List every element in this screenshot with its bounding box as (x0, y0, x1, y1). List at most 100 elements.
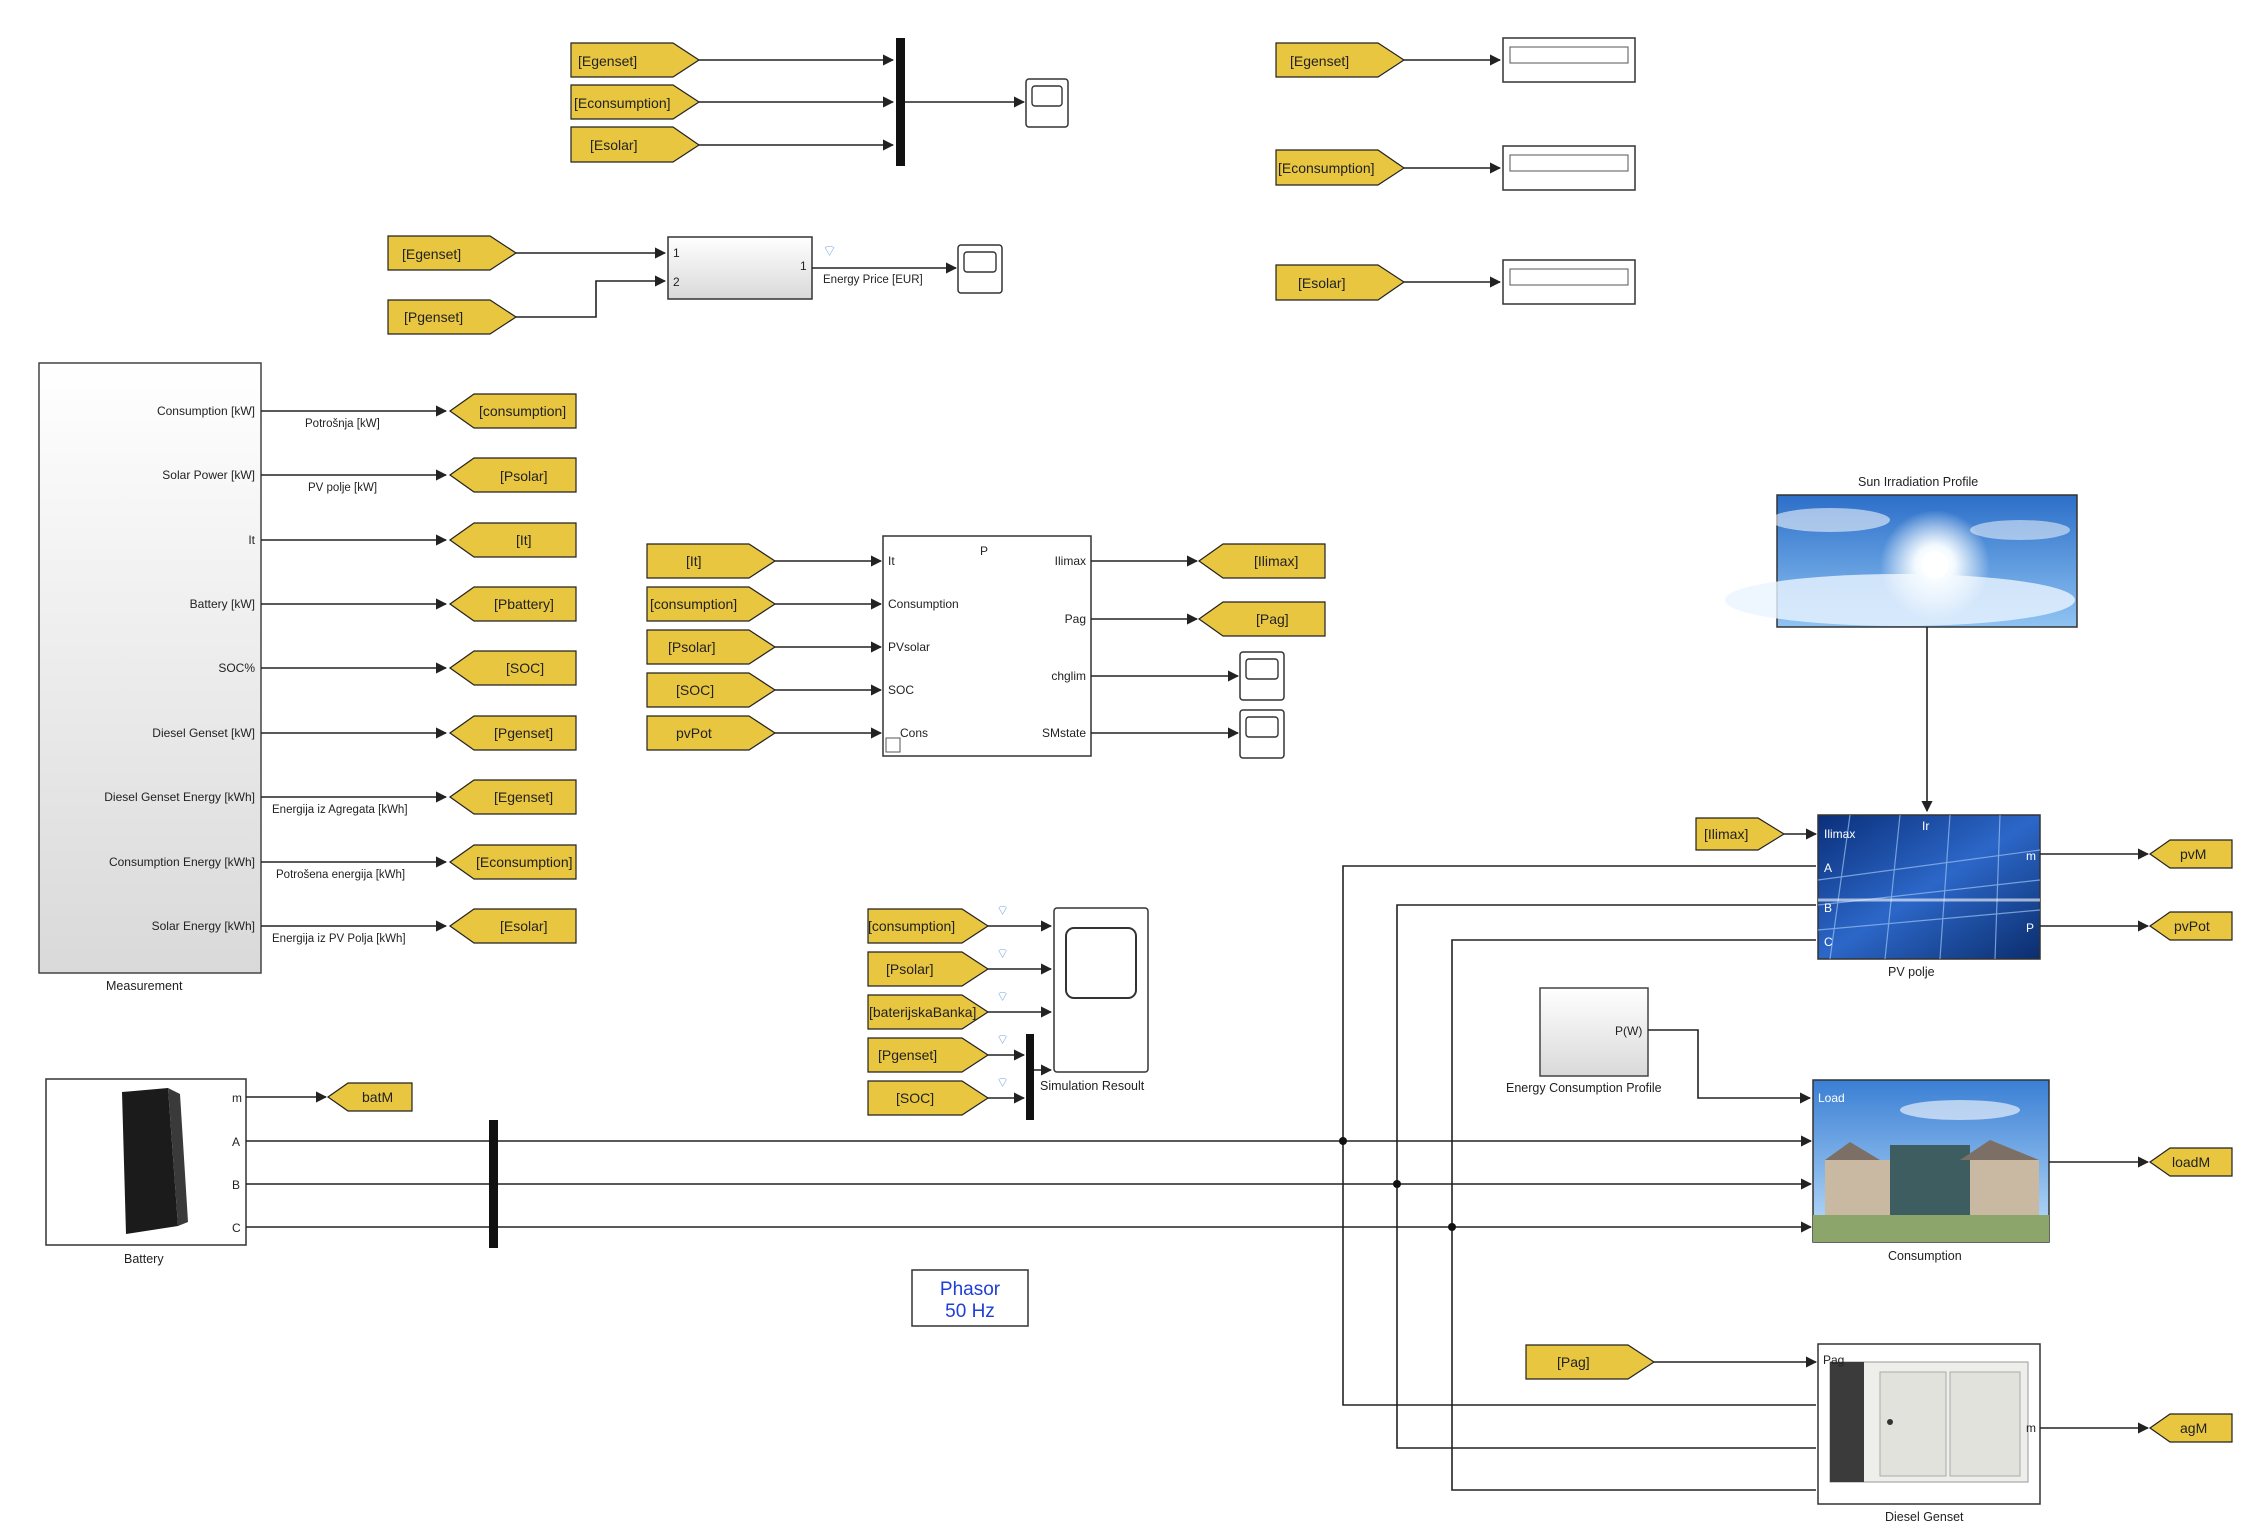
measurement-port-7: Consumption Energy [kWh] (109, 855, 255, 869)
consumption-load-block[interactable] (1812, 1079, 2050, 1243)
goto-tag-it[interactable]: [It] (448, 522, 577, 558)
goto-tag-egenset[interactable]: [Egenset] (448, 779, 577, 815)
svg-text:loadM: loadM (2172, 1154, 2210, 1170)
mux-bar-top[interactable] (896, 38, 905, 166)
goto-tag-pbattery[interactable]: [Pbattery] (448, 586, 577, 622)
goto-tag-batm[interactable]: batM (326, 1082, 413, 1112)
svg-text:[Pgenset]: [Pgenset] (878, 1047, 937, 1063)
goto-tag-loadm[interactable]: loadM (2148, 1147, 2233, 1177)
scope-block-smstate[interactable] (1239, 709, 1285, 759)
svg-text:[Ilimax]: [Ilimax] (1254, 553, 1298, 569)
scope-block-chglim[interactable] (1239, 651, 1285, 701)
signal-label-pv-polje: PV polje [kW] (308, 482, 377, 494)
controller-in-2: PVsolar (888, 640, 930, 654)
goto-tag-esolar-display[interactable]: [Esolar] (1275, 264, 1406, 301)
genset-caption: Diesel Genset (1885, 1510, 1964, 1524)
pv-port-c: C (1824, 935, 1833, 949)
controller-in-0: It (888, 554, 895, 568)
goto-tag-econsumption-top[interactable]: [Econsumption] (570, 84, 701, 120)
signal-label-potrosnja: Potrošnja [kW] (305, 418, 380, 430)
from-tag-baterijska-banka-scope[interactable]: [baterijskaBanka] (867, 994, 990, 1030)
simulation-result-scope[interactable] (1053, 907, 1149, 1073)
goto-tag-pgenset-price[interactable]: [Pgenset] (387, 299, 518, 335)
pv-group: [Ilimax] Ilimax Ir A B C m P PV polje pv… (1695, 814, 2233, 979)
goto-tag-econsumption[interactable]: [Econsumption] (448, 844, 577, 880)
display-block-econsumption[interactable] (1502, 145, 1636, 191)
from-tag-ilimax-pv[interactable]: [Ilimax] (1695, 817, 1786, 851)
controller-block[interactable] (882, 535, 1092, 757)
svg-text:[baterijskaBanka]: [baterijskaBanka] (869, 1004, 976, 1020)
svg-text:[Psolar]: [Psolar] (500, 468, 547, 484)
measurement-group: Measurement Consumption [kW] Solar Power… (38, 362, 577, 993)
pv-block[interactable] (1817, 814, 2041, 960)
controller-out-0: Ilimax (1055, 554, 1086, 568)
controller-in-1: Consumption (888, 597, 959, 611)
goto-tag-ilimax[interactable]: [Ilimax] (1197, 543, 1326, 579)
from-tag-consumption-scope[interactable]: [consumption] (867, 908, 990, 944)
display-block-egenset[interactable] (1502, 37, 1636, 83)
svg-text:[Egenset]: [Egenset] (1290, 53, 1349, 69)
svg-text:1: 1 (673, 246, 680, 260)
diesel-genset-block[interactable] (1817, 1343, 2041, 1505)
pv-out-m: m (2026, 849, 2036, 863)
goto-tag-soc[interactable]: [SOC] (448, 650, 577, 686)
scope-block-price[interactable] (957, 244, 1003, 294)
goto-tag-egenset-display[interactable]: [Egenset] (1275, 42, 1406, 78)
goto-tag-esolar[interactable]: [Esolar] (448, 908, 577, 944)
goto-tag-pag[interactable]: [Pag] (1197, 601, 1326, 637)
goto-tag-pvm[interactable]: pvM (2148, 839, 2233, 869)
energy-consumption-profile-block[interactable] (1539, 987, 1649, 1077)
goto-tag-egenset-price[interactable]: [Egenset] (387, 235, 518, 271)
svg-text:agM: agM (2180, 1420, 2207, 1436)
from-tag-soc-scope[interactable]: [SOC] (867, 1080, 990, 1116)
from-tag-consumption[interactable]: [consumption] (646, 586, 777, 622)
from-tag-psolar-scope[interactable]: [Psolar] (867, 951, 990, 987)
goto-tag-econsumption-display[interactable]: [Econsumption] (1275, 149, 1406, 186)
scope-block-top[interactable] (1025, 78, 1069, 128)
simulation-result-caption: Simulation Resoult (1040, 1079, 1145, 1093)
measurement-block[interactable] (38, 362, 262, 974)
genset-out-m: m (2026, 1421, 2036, 1435)
controller-corner-icon (885, 737, 901, 753)
from-tag-pgenset-scope[interactable]: [Pgenset] (867, 1037, 990, 1073)
signal-label-energija-agregata: Energija iz Agregata [kWh] (272, 804, 408, 816)
controller-group: [It] [consumption] [Psolar] [SOC] pvPot … (646, 535, 1326, 759)
signal-label-potrosena-energija: Potrošena energija [kWh] (276, 869, 405, 881)
svg-text:pvPot: pvPot (676, 725, 712, 741)
battery-port-c: C (232, 1221, 241, 1235)
measurement-port-5: Diesel Genset [kW] (152, 726, 255, 740)
battery-group: m A B C Battery batM (45, 1078, 413, 1266)
measurement-port-1: Solar Power [kW] (162, 468, 255, 482)
load-caption: Consumption (1888, 1249, 1962, 1263)
from-tag-it[interactable]: [It] (646, 543, 777, 579)
controller-out-3: SMstate (1042, 726, 1086, 740)
pv-caption: PV polje (1888, 965, 1935, 979)
pv-port-b: B (1824, 901, 1832, 915)
measurement-port-0: Consumption [kW] (157, 404, 255, 418)
goto-tag-psolar[interactable]: [Psolar] (448, 457, 577, 493)
pv-in-label: Ilimax (1824, 827, 1855, 841)
sun-irradiation-block[interactable] (1725, 494, 2078, 628)
battery-block[interactable] (45, 1078, 247, 1246)
from-tag-psolar[interactable]: [Psolar] (646, 629, 777, 665)
battery-caption: Battery (124, 1252, 164, 1266)
svg-text:[Esolar]: [Esolar] (590, 137, 637, 153)
goto-tag-pgenset[interactable]: [Pgenset] (448, 715, 577, 751)
display-block-esolar[interactable] (1502, 259, 1636, 305)
from-tag-pag-genset[interactable]: [Pag] (1525, 1344, 1656, 1380)
energy-price-block[interactable]: 1 2 1 (667, 236, 813, 300)
sun-irradiation-caption: Sun Irradiation Profile (1858, 475, 1978, 489)
powergui-phasor-block[interactable]: Phasor 50 Hz (911, 1269, 1029, 1327)
goto-tag-consumption[interactable]: [consumption] (448, 393, 577, 429)
from-tag-soc[interactable]: [SOC] (646, 672, 777, 708)
goto-tag-agm[interactable]: agM (2148, 1413, 2233, 1443)
from-tag-pvpot[interactable]: pvPot (646, 715, 777, 751)
goto-tag-esolar-top[interactable]: [Esolar] (570, 126, 701, 163)
svg-text:[Pgenset]: [Pgenset] (404, 309, 463, 325)
svg-text:[Egenset]: [Egenset] (402, 246, 461, 262)
goto-tag-egenset-top[interactable]: [Egenset] (570, 42, 701, 78)
battery-port-m: m (232, 1091, 242, 1105)
svg-text:Phasor: Phasor (940, 1279, 1001, 1300)
energy-price-signal-label: Energy Price [EUR] (823, 274, 923, 286)
goto-tag-pvpot[interactable]: pvPot (2148, 911, 2233, 941)
